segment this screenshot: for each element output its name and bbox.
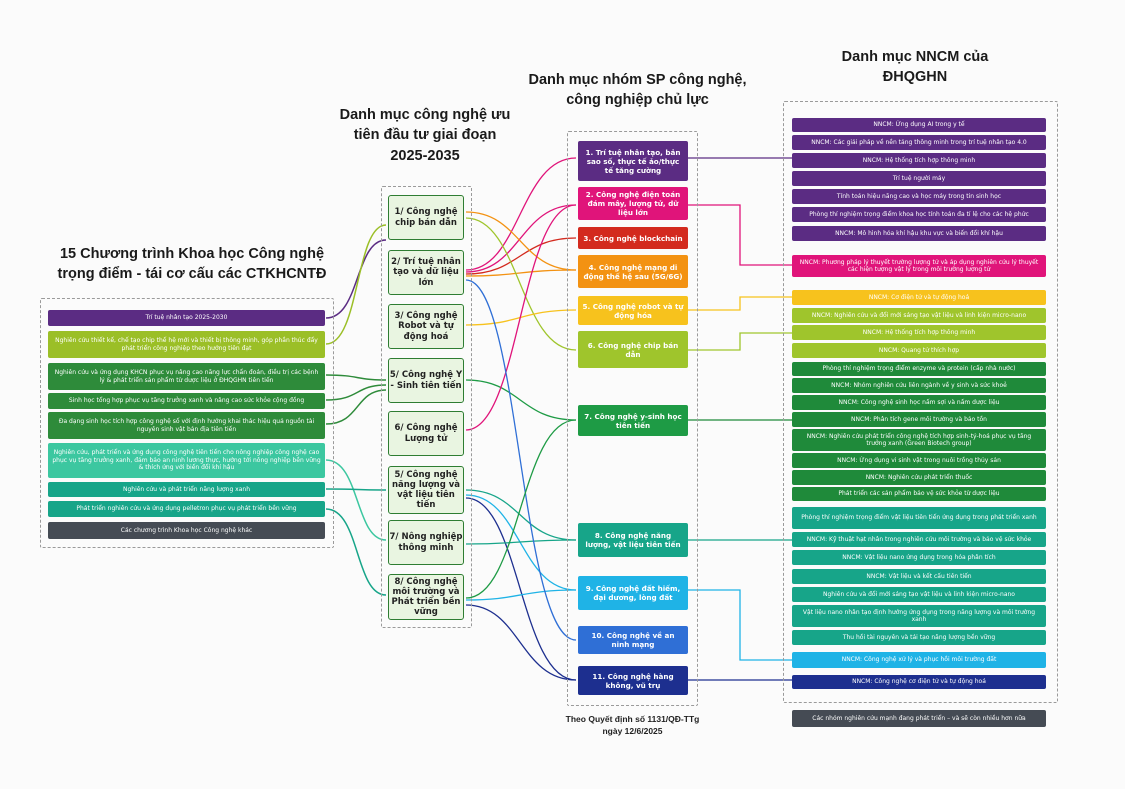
nncm-box: Nghiên cứu và đổi mới sáng tạo vật liệu … [792, 587, 1046, 602]
program-box: Phát triển nghiên cứu và ứng dụng pellet… [48, 501, 325, 517]
nncm-box: Phòng thí nghiệm trọng điểm khoa học tín… [792, 207, 1046, 222]
nncm-box: NNCM: Kỹ thuật hạt nhân trong nghiên cứu… [792, 532, 1046, 547]
tech-group [381, 186, 472, 628]
nncm-box: NNCM: Nghiên cứu và đổi mới sáng tạo vật… [792, 308, 1046, 323]
product-box: 6. Công nghệ chip bán dẫn [578, 331, 688, 368]
tech-box: 3/ Công nghệ Robot và tự động hoá [388, 304, 464, 349]
program-box: Các chương trình Khoa học Công nghệ khác [48, 522, 325, 539]
link-program1-tech1 [325, 239, 387, 319]
program-box: Sinh học tổng hợp phục vụ tăng trưởng xa… [48, 393, 325, 409]
nncm-box: NNCM: Các giải pháp về nền tảng thông mi… [792, 135, 1046, 150]
nncm-box: NNCM: Ứng dụng vi sinh vật trong nuôi tr… [792, 453, 1046, 468]
nncm-box: NNCM: Vật liệu nano ứng dụng trong hóa p… [792, 550, 1046, 565]
product-box: 11. Công nghệ hàng không, vũ trụ [578, 666, 688, 695]
product-box: 2. Công nghệ điện toán đám mây, lượng tử… [578, 187, 688, 220]
product-box: 1. Trí tuệ nhân tạo, bản sao số, thực tế… [578, 141, 688, 181]
programs-group [40, 298, 334, 548]
link-program4-tech5 [325, 384, 387, 401]
product-box: 4. Công nghệ mạng di động thế hệ sau (5G… [578, 255, 688, 288]
nncm-box: NNCM: Mô hình hóa khí hậu khu vực và biế… [792, 226, 1046, 241]
product-box: 9. Công nghệ đất hiếm, đại dương, lòng đ… [578, 576, 688, 610]
products-group [567, 131, 698, 706]
nncm-box: NNCM: Hệ thống tích hợp thông minh [792, 153, 1046, 168]
nncm-box: Phòng thí nghiệm trọng điểm vật liệu tiê… [792, 507, 1046, 529]
product-box: 5. Công nghệ robot và tự động hóa [578, 296, 688, 325]
nncm-box: Trí tuệ người máy [792, 171, 1046, 186]
link-program5-tech5 [325, 389, 387, 425]
nncm-box: Vật liệu nano nhân tạo định hướng ứng dụ… [792, 605, 1046, 627]
nncm-box: NNCM: Nghiên cứu phát triển thuốc [792, 470, 1046, 485]
nncm-box: Phát triển các sản phẩm bảo vệ sức khỏe … [792, 487, 1046, 501]
link-program7-tech6 [325, 488, 387, 491]
header-tech: Danh mục công nghệ ưu tiên đầu tư giai đ… [339, 107, 511, 164]
program-box: Nghiên cứu thiết kế, chế tạo chip thế hệ… [48, 331, 325, 358]
tech-box: 1/ Công nghệ chip bán dẫn [388, 195, 464, 240]
program-box: Trí tuệ nhân tạo 2025-2030 [48, 310, 325, 326]
nncm-box: NNCM: Công nghệ cơ điện tử và tự động ho… [792, 675, 1046, 689]
nncm-box: Các nhóm nghiên cứu mạnh đang phát triển… [792, 710, 1046, 727]
link-program8-tech8 [325, 508, 387, 596]
product-box: 8. Công nghệ năng lượng, vật liệu tiên t… [578, 523, 688, 557]
nncm-box: NNCM: Ứng dụng AI trong y tế [792, 118, 1046, 132]
nncm-box: NNCM: Hệ thống tích hợp thông minh [792, 325, 1046, 340]
tech-box: 8/ Công nghệ môi trường và Phát triển bề… [388, 574, 464, 620]
product-box: 7. Công nghệ y-sinh học tiên tiến [578, 405, 688, 436]
product-box: 10. Công nghệ về an ninh mạng [578, 626, 688, 654]
tech-box: 5/ Công nghệ năng lượng và vật liệu tiên… [388, 466, 464, 514]
tech-box: 5/ Công nghệ Y - Sinh tiên tiến [388, 358, 464, 403]
product-caption: Theo Quyết định số 1131/QĐ-TTg ngày 12/6… [565, 714, 700, 736]
product-box: 3. Công nghệ blockchain [578, 227, 688, 249]
header-programs: 15 Chương trình Khoa học Công nghệ trọng… [57, 246, 327, 282]
nncm-box: NNCM: Nhóm nghiên cứu liên ngành về y si… [792, 378, 1046, 393]
nncm-box: NNCM: Cơ điện tử và tự động hoá [792, 290, 1046, 305]
nncm-box: Tính toán hiệu năng cao và học máy trong… [792, 189, 1046, 204]
link-program6-tech7 [325, 459, 387, 541]
nncm-box: NNCM: Phân tích gene môi trường và bảo t… [792, 412, 1046, 427]
tech-box: 6/ Công nghệ Lượng tử [388, 411, 464, 456]
nncm-box: NNCM: Phương pháp lý thuyết trường lượng… [792, 255, 1046, 277]
nncm-box: NNCM: Quang tử thích hợp [792, 343, 1046, 358]
program-box: Nghiên cứu, phát triển và ứng dụng công … [48, 443, 325, 478]
program-box: Nghiên cứu và phát triển năng lượng xanh [48, 482, 325, 497]
program-box: Đa dạng sinh học tích hợp công nghệ số v… [48, 412, 325, 439]
tech-box: 2/ Trí tuệ nhân tạo và dữ liệu lớn [388, 250, 464, 295]
tech-box: 7/ Nông nghiệp thông minh [388, 520, 464, 565]
nncm-box: NNCM: Vật liệu và kết cấu tiên tiến [792, 569, 1046, 584]
nncm-group [783, 101, 1058, 703]
link-program3-tech5 [325, 374, 387, 381]
nncm-box: Phòng thí nghiệm trọng điểm enzyme và pr… [792, 362, 1046, 376]
header-nncm: Danh mục NNCM của ĐHQGHN [841, 49, 989, 86]
program-box: Nghiên cứu và ứng dụng KHCN phục vụ nâng… [48, 363, 325, 390]
header-products: Danh mục nhóm SP công nghệ, công nghiệp … [528, 72, 747, 109]
nncm-box: Thu hồi tài nguyên và tái tạo năng lượng… [792, 630, 1046, 645]
nncm-box: NNCM: Nghiên cứu phát triển công nghệ tí… [792, 429, 1046, 451]
nncm-box: NNCM: Công nghệ sinh học nấm sợi và nấm … [792, 395, 1046, 410]
link-program2-tech1 [325, 224, 387, 345]
nncm-box: NNCM: Công nghệ xử lý và phục hồi môi tr… [792, 652, 1046, 668]
